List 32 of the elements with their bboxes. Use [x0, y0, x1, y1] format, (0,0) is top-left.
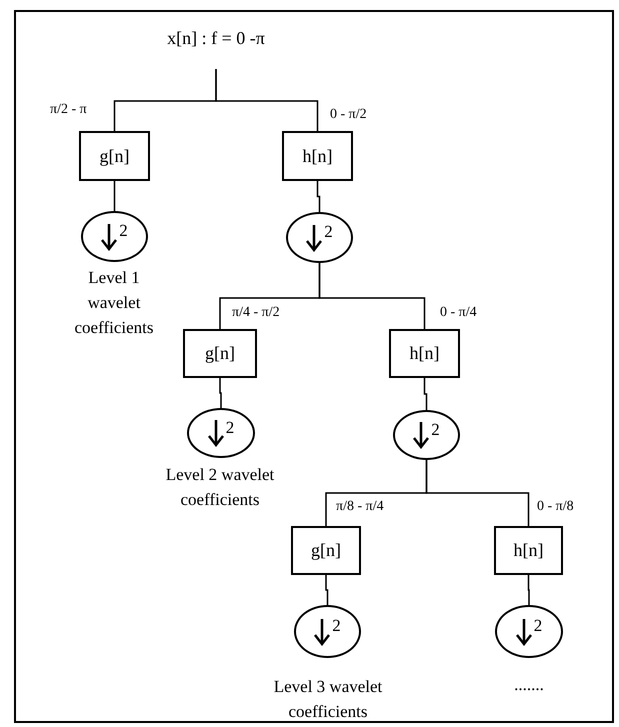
factor-label: 2: [332, 617, 341, 634]
filter-box: [183, 329, 257, 378]
filter-label: g[n]: [205, 343, 235, 364]
connector-line: [114, 181, 116, 211]
filter-label: g[n]: [311, 540, 341, 561]
connector-line: [426, 460, 530, 526]
factor-label: 2: [534, 617, 542, 634]
filter-label: g[n]: [100, 146, 130, 166]
filter-box: [282, 131, 353, 181]
coefficient-caption: Level 2 wavelet coefficients: [164, 464, 276, 511]
filter-box: [291, 526, 361, 575]
filter-label: h[n]: [514, 540, 544, 561]
input-signal-text: x[n] : f = 0 -π: [167, 28, 265, 49]
connector-line: [219, 378, 222, 408]
coefficient-caption: Level 1 wavelet coefficients: [74, 267, 154, 339]
filter-box: [79, 131, 150, 181]
filter-label: h[n]: [410, 343, 440, 364]
factor-label: 2: [324, 223, 333, 240]
filter-label: h[n]: [302, 146, 332, 166]
connector-line: [316, 181, 320, 212]
connector-line: [318, 263, 426, 329]
connector-line: [215, 69, 318, 131]
coefficient-caption: Level 3 wavelet coefficients: [272, 676, 384, 723]
factor-label: 2: [431, 420, 440, 438]
connector-line: [325, 575, 328, 605]
filter-box: [494, 526, 563, 575]
factor-label: 2: [226, 418, 234, 436]
connector-line: [528, 575, 530, 605]
factor-label: 2: [119, 222, 128, 239]
coefficient-caption: .......: [513, 674, 545, 696]
filter-box: [389, 329, 460, 378]
connector-line: [424, 378, 428, 410]
